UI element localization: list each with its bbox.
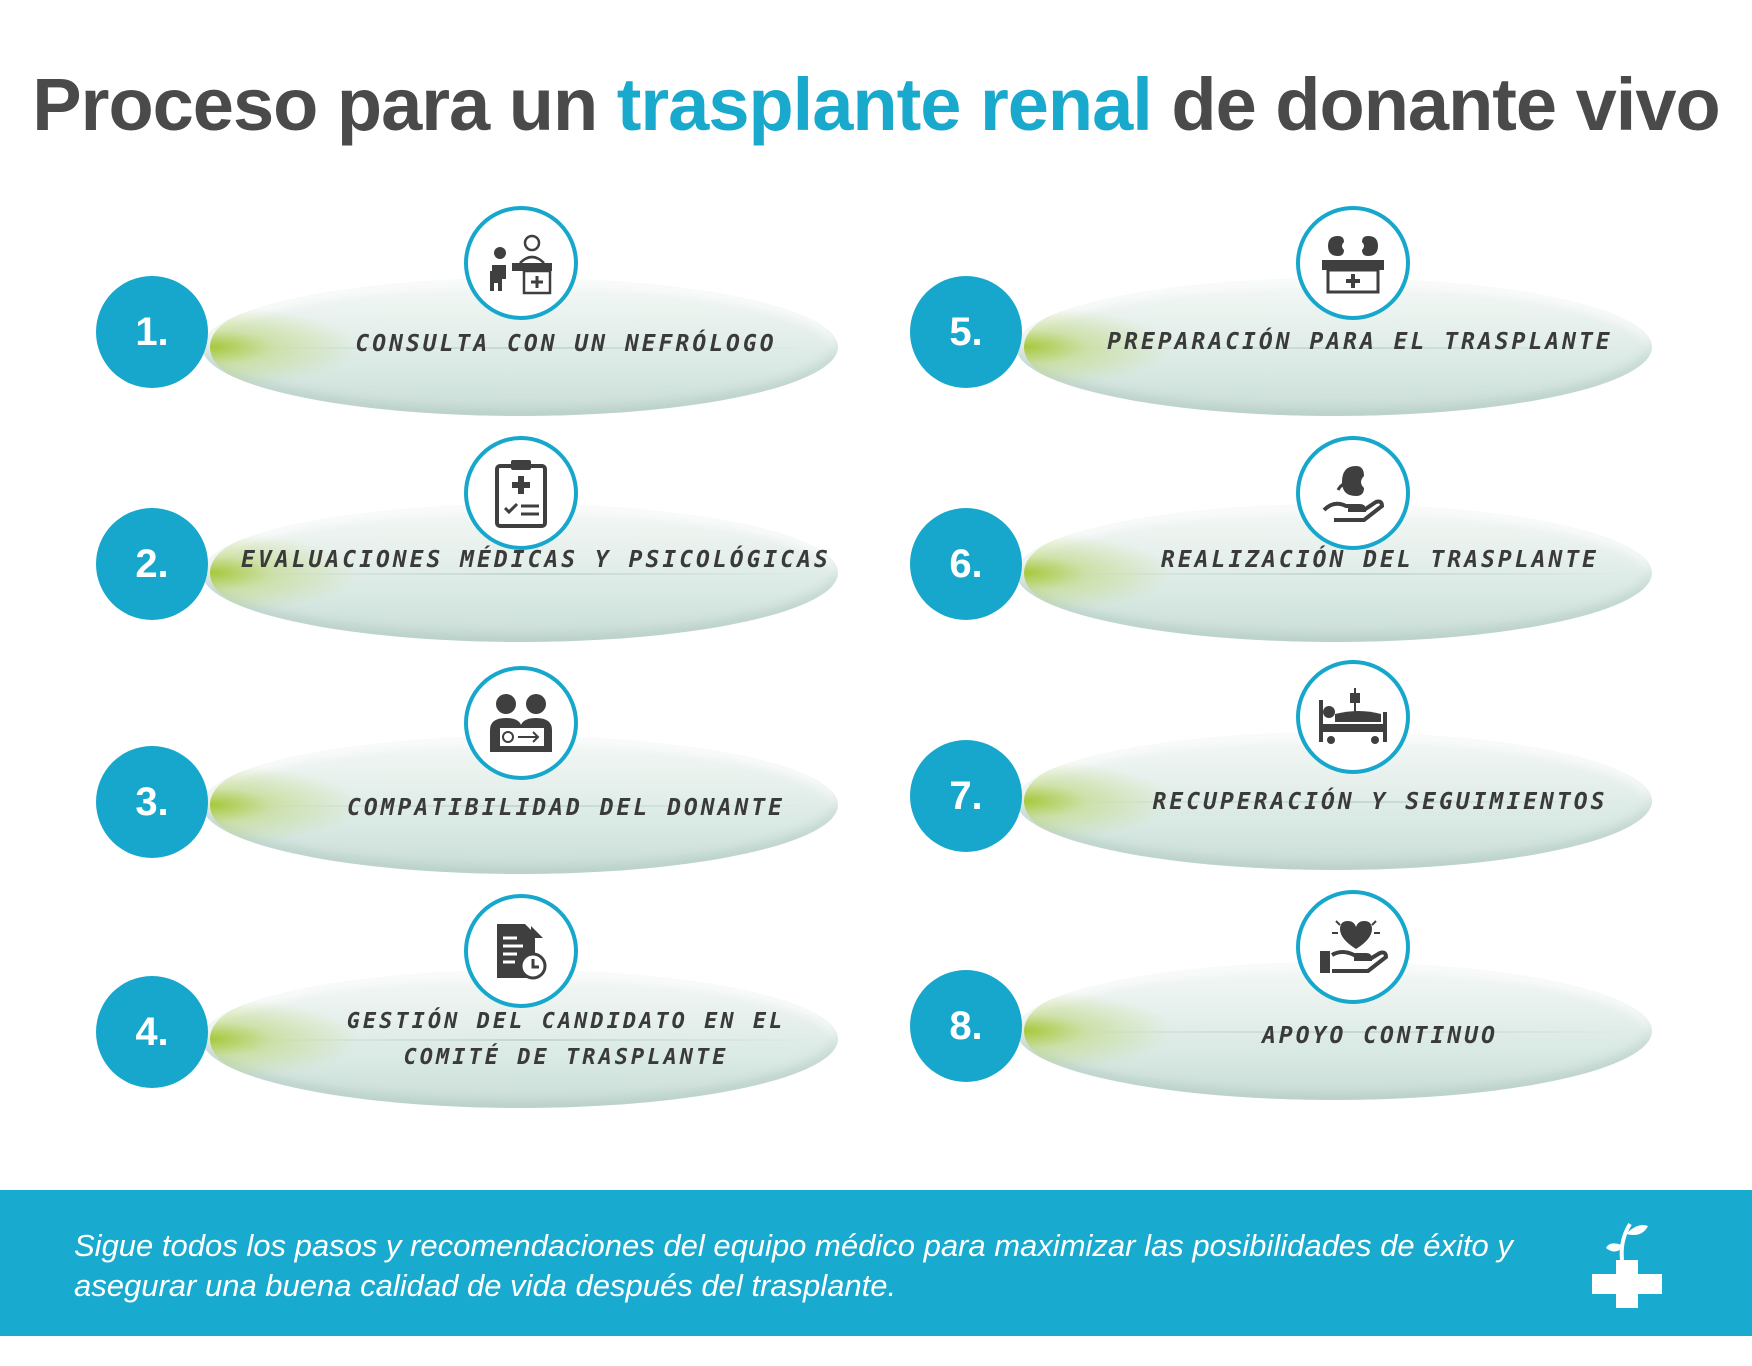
step-number-badge: 2. [96, 508, 208, 620]
step-number-badge: 3. [96, 746, 208, 858]
step-label-line-1: GESTIÓN DEL CANDIDATO EN EL [346, 1009, 786, 1034]
step-label: RECUPERACIÓN Y SEGUIMIENTOS [1152, 789, 1608, 815]
kidney-hand-icon [1296, 436, 1410, 550]
step-label: APOYO CONTINUO [1262, 1023, 1498, 1049]
footer-text: Sigue todos los pasos y recomendaciones … [74, 1228, 1513, 1303]
medical-cross-sprout-logo [1592, 1220, 1664, 1310]
petal-shape [202, 504, 838, 642]
step-6: 6. REALIZACIÓN DEL TRASPLANTE [910, 436, 1670, 676]
step-8: 8. APOYO CONTINUO [910, 890, 1670, 1130]
step-number-badge: 7. [910, 740, 1022, 852]
step-1: 1. CONSULTA CON UN NEFRÓLOGO [96, 206, 856, 446]
hospital-bed-icon [1296, 660, 1410, 774]
step-7: 7. RECUPERACIÓN Y SEGUIMIENTOS [910, 660, 1670, 900]
step-4: 4. GESTIÓN DEL CANDIDATO EN EL COMITÉ DE… [96, 894, 856, 1134]
donor-compatibility-icon [464, 666, 578, 780]
step-number-badge: 6. [910, 508, 1022, 620]
medical-clipboard-icon [464, 436, 578, 550]
step-label: COMPATIBILIDAD DEL DONANTE [346, 795, 786, 821]
title-suffix: de donante vivo [1151, 63, 1720, 146]
step-label: PREPARACIÓN PARA EL TRASPLANTE [1107, 329, 1613, 355]
petal-shape [1016, 278, 1652, 416]
step-number-badge: 4. [96, 976, 208, 1088]
title-accent: trasplante renal [616, 63, 1153, 146]
footer-banner: Sigue todos los pasos y recomendaciones … [0, 1190, 1752, 1336]
document-clock-icon [464, 894, 578, 1008]
step-label: EVALUACIONES MÉDICAS Y PSICOLÓGICAS [241, 547, 831, 573]
heart-hand-icon [1296, 890, 1410, 1004]
step-number-badge: 1. [96, 276, 208, 388]
page-title: Proceso para un trasplante renal de dona… [0, 62, 1752, 147]
step-label-line-2: COMITÉ DE TRASPLANTE [403, 1045, 729, 1070]
kidney-medical-kit-icon [1296, 206, 1410, 320]
step-5: 5. PREPARACIÓN PARA EL TRASPLANTE [910, 206, 1670, 446]
title-prefix: Proceso para un [32, 63, 617, 146]
step-3: 3. COMPATIBILIDAD DEL DONANTE [96, 666, 856, 906]
doctor-consultation-icon [464, 206, 578, 320]
step-label: GESTIÓN DEL CANDIDATO EN EL COMITÉ DE TR… [296, 1004, 836, 1076]
step-number-badge: 5. [910, 276, 1022, 388]
step-number-badge: 8. [910, 970, 1022, 1082]
step-label: REALIZACIÓN DEL TRASPLANTE [1160, 547, 1600, 573]
step-label: CONSULTA CON UN NEFRÓLOGO [355, 331, 777, 357]
step-2: 2. EVALUACIONES MÉDICAS Y PSICOLÓGICAS [96, 436, 856, 676]
